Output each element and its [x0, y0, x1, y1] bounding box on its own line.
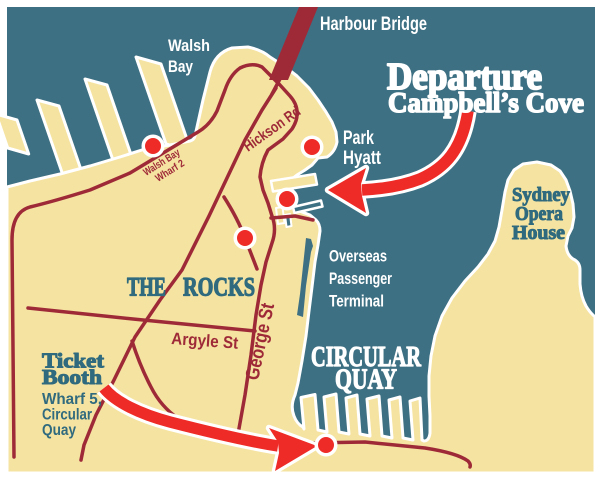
- svg-text:QUAY: QUAY: [335, 365, 397, 396]
- svg-text:Passenger: Passenger: [329, 269, 392, 288]
- svg-text:Walsh: Walsh: [168, 37, 210, 55]
- svg-text:Quay: Quay: [42, 422, 76, 439]
- svg-text:Harbour Bridge: Harbour Bridge: [320, 14, 427, 35]
- svg-text:THE: THE: [127, 273, 166, 302]
- svg-text:Departure: Departure: [387, 56, 542, 98]
- svg-text:CIRCULAR: CIRCULAR: [311, 342, 422, 373]
- svg-text:Campbell’s Cove: Campbell’s Cove: [388, 87, 584, 119]
- svg-text:Ticket: Ticket: [42, 349, 104, 373]
- svg-text:Booth: Booth: [42, 365, 102, 389]
- svg-text:Opera: Opera: [515, 203, 563, 225]
- svg-text:Wharf 5,: Wharf 5,: [42, 391, 102, 408]
- svg-text:ROCKS: ROCKS: [183, 273, 255, 302]
- svg-text:Park: Park: [343, 128, 374, 149]
- svg-text:Terminal: Terminal: [329, 292, 384, 311]
- svg-text:Argyle St: Argyle St: [171, 329, 239, 353]
- svg-text:House: House: [512, 222, 565, 244]
- svg-text:Hyatt: Hyatt: [343, 148, 382, 169]
- svg-text:Sydney: Sydney: [512, 184, 570, 206]
- svg-text:Bay: Bay: [168, 58, 194, 76]
- svg-text:Circular: Circular: [42, 407, 92, 424]
- svg-text:Overseas: Overseas: [329, 247, 387, 266]
